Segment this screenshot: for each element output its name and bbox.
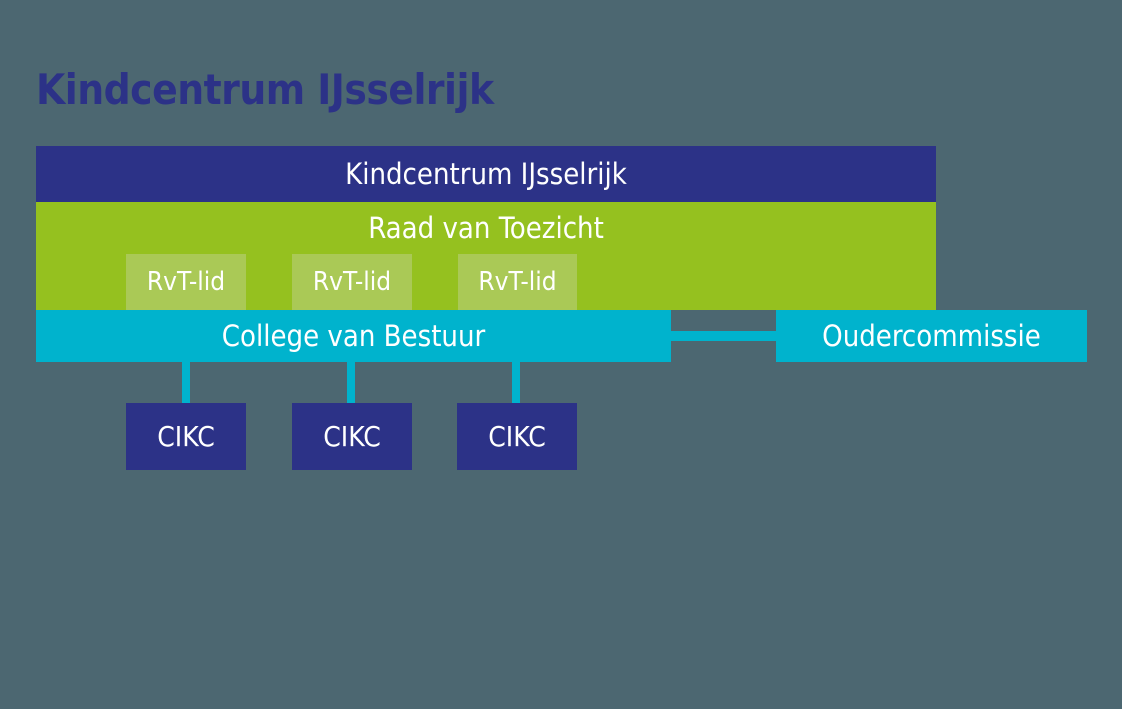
supervisory-board-member: RvT-lid: [458, 254, 577, 310]
child-centre-label: CIKC: [157, 420, 215, 453]
org-root-node: Kindcentrum IJsselrijk: [36, 146, 936, 202]
child-centre-node: CIKC: [457, 403, 577, 470]
page-title: Kindcentrum IJsselrijk: [36, 65, 494, 114]
parents-committee-label: Oudercommissie: [822, 319, 1041, 353]
parents-committee-node: Oudercommissie: [776, 310, 1087, 362]
connector-executive-to-child-centre-3: [512, 362, 520, 403]
executive-board-label: College van Bestuur: [221, 319, 486, 353]
org-root-node-label: Kindcentrum IJsselrijk: [345, 157, 627, 191]
supervisory-board-label: Raad van Toezicht: [368, 211, 604, 245]
supervisory-board-member: RvT-lid: [292, 254, 412, 310]
child-centre-node: CIKC: [126, 403, 246, 470]
executive-board-node: College van Bestuur: [36, 310, 671, 362]
supervisory-board-member-label: RvT-lid: [146, 267, 226, 297]
child-centre-label: CIKC: [323, 420, 381, 453]
child-centre-label: CIKC: [488, 420, 546, 453]
child-centre-node: CIKC: [292, 403, 412, 470]
supervisory-board-member: RvT-lid: [126, 254, 246, 310]
supervisory-board-member-label: RvT-lid: [312, 267, 392, 297]
connector-executive-to-child-centre-2: [347, 362, 355, 403]
connector-executive-to-child-centre-1: [182, 362, 190, 403]
connector-executive-to-parents-committee: [671, 331, 776, 341]
supervisory-board-node: Raad van Toezicht RvT-lid RvT-lid RvT-li…: [36, 202, 936, 310]
supervisory-board-member-label: RvT-lid: [478, 267, 557, 297]
supervisory-board-members: RvT-lid RvT-lid RvT-lid: [36, 254, 936, 310]
